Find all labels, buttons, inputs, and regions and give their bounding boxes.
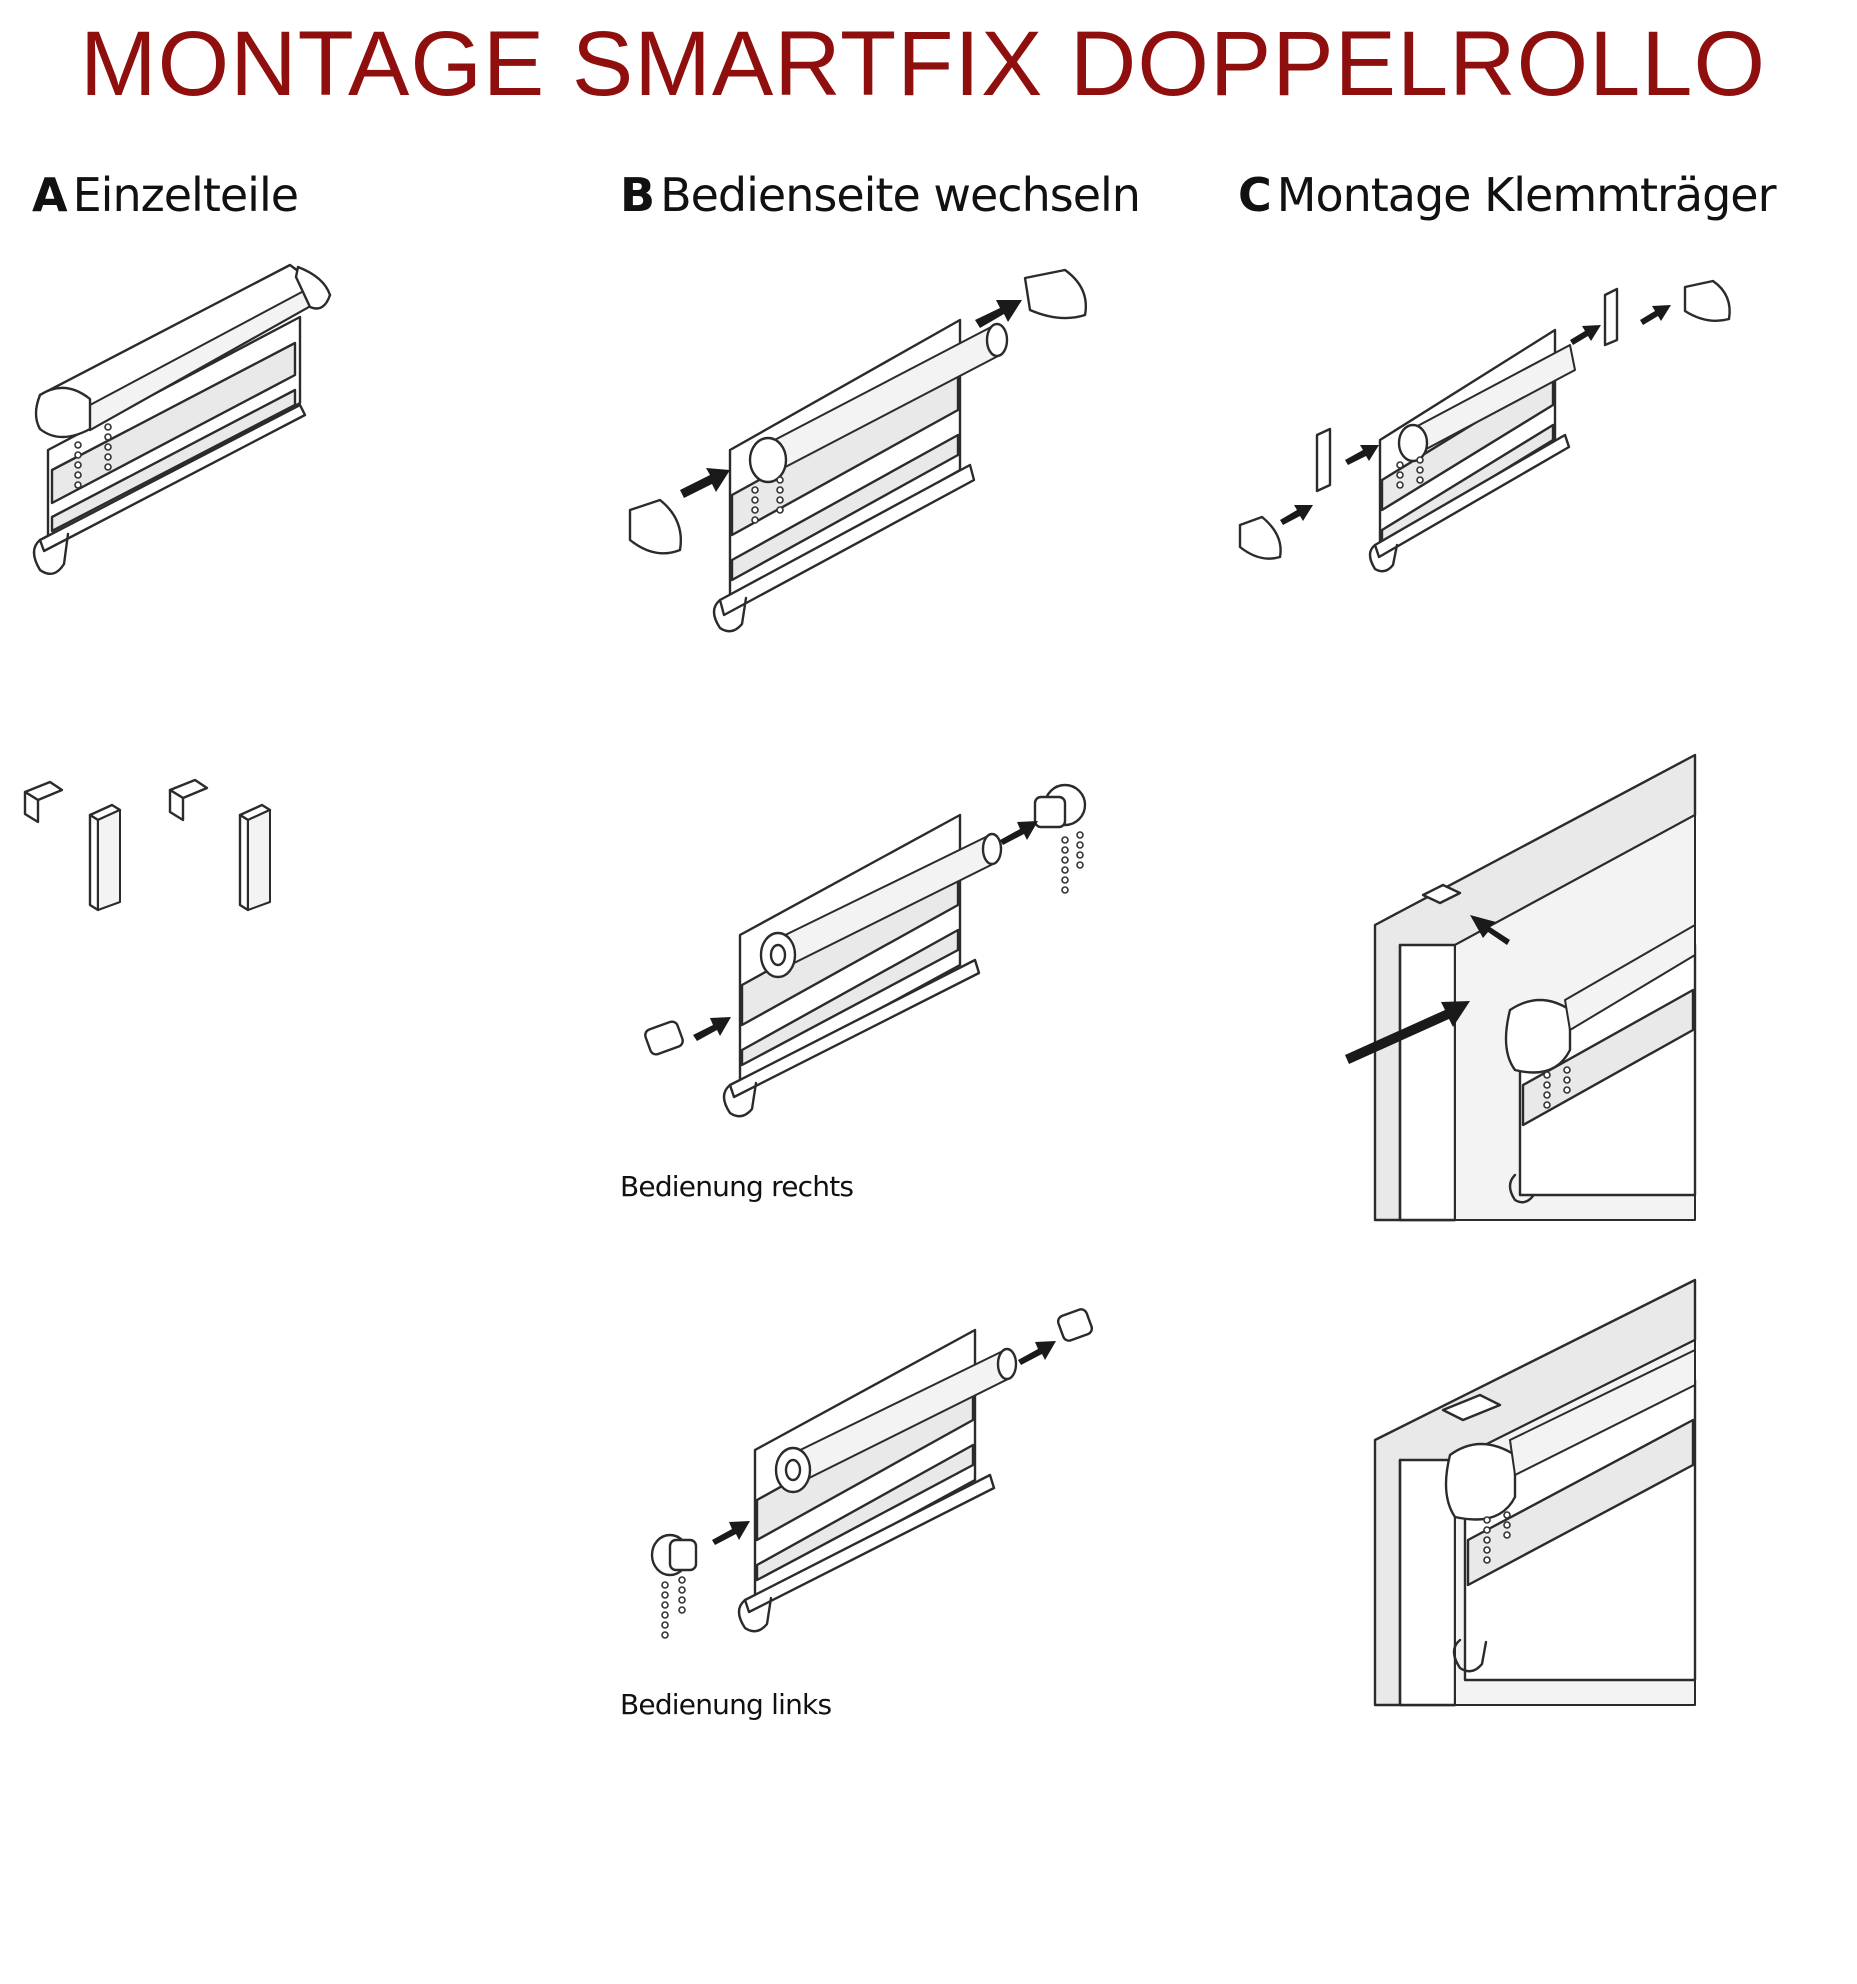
chain-icon	[74, 423, 112, 489]
figure-b-operation-left	[650, 1308, 1094, 1639]
section-b-text: Bedienseite wechseln	[660, 168, 1141, 222]
arrow-icon	[1345, 1001, 1470, 1064]
figure-b-change-side	[628, 268, 1087, 633]
arrow-icon	[1470, 915, 1510, 945]
end-cap-left	[628, 498, 682, 555]
figure-a-single-parts	[23, 778, 272, 912]
section-c-letter: C	[1238, 168, 1272, 222]
arrow-icon	[712, 1521, 750, 1545]
arrow-icon	[1640, 305, 1671, 325]
figure-c-frame-mount-step1	[1345, 753, 1697, 1222]
page-title: MONTAGE SMARTFIX DOPPELROLLO	[80, 13, 1767, 115]
section-c-text: Montage Klemmträger	[1276, 168, 1777, 222]
caption-bedienung-rechts: Bedienung rechts	[620, 1170, 854, 1203]
figure-b-operation-right	[644, 783, 1087, 1118]
clamp-clip	[1421, 883, 1462, 905]
section-a-letter: A	[32, 168, 68, 222]
arrow-icon	[1345, 445, 1379, 465]
figure-c-frame-mount-step2	[1373, 1278, 1697, 1707]
section-b-letter: B	[620, 168, 655, 222]
arrow-icon	[693, 1017, 731, 1041]
arrow-icon	[1018, 1341, 1056, 1365]
end-cap-right	[1023, 268, 1087, 320]
arrow-icon	[680, 468, 730, 498]
clamp-bracket-small-2	[168, 778, 209, 822]
clamp-bracket-long-1	[88, 803, 122, 912]
clamp-clip	[1441, 1393, 1502, 1422]
figure-a-assembled-blind	[32, 263, 332, 576]
caption-bedienung-links: Bedienung links	[620, 1688, 832, 1721]
arrow-icon	[1000, 821, 1038, 845]
section-a-text: Einzelteile	[72, 168, 299, 222]
arrow-icon	[1570, 325, 1601, 345]
arrow-icon	[975, 300, 1022, 328]
figure-c-clamp-mount	[1238, 279, 1731, 573]
clamp-bracket-long-2	[238, 803, 272, 912]
clamp-bracket-small-1	[23, 780, 64, 824]
arrow-icon	[1280, 505, 1313, 525]
